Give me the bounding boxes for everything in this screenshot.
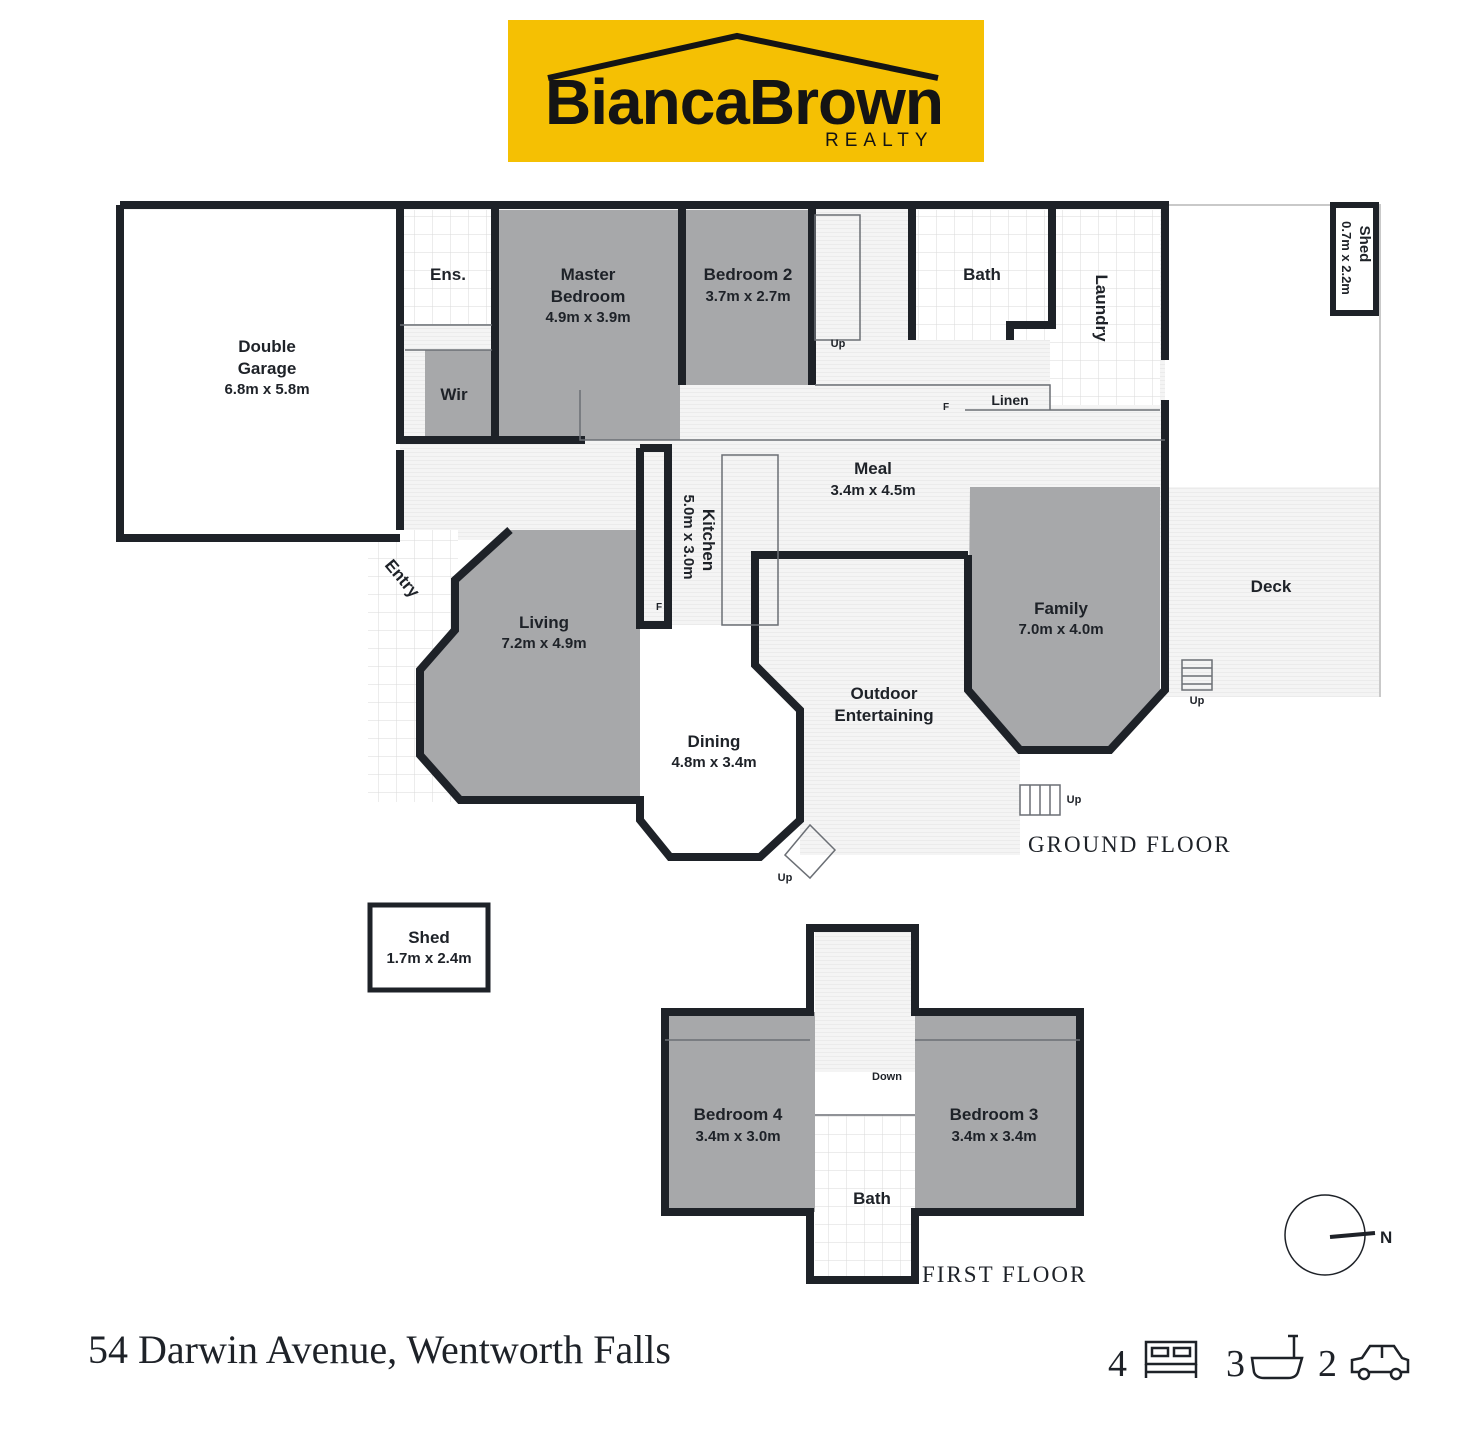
brand-tagline: REALTY <box>825 130 934 151</box>
outdoor-label-1: Outdoor <box>850 684 917 703</box>
laundry-label: Laundry <box>1092 274 1111 342</box>
bedroom4-label: Bedroom 4 <box>694 1105 783 1124</box>
bedroom2-floor <box>685 210 810 385</box>
stair-outdoor <box>1019 784 1061 816</box>
bath-first-floor <box>815 1115 915 1280</box>
dining-dims: 4.8m x 3.4m <box>671 754 756 771</box>
garage-label-1: Double <box>238 337 296 356</box>
garage-label-2: Garage <box>238 359 297 378</box>
family-label: Family <box>1034 599 1088 618</box>
brand-name: BiancaBrown <box>545 66 943 138</box>
garage-floor <box>120 210 400 538</box>
wir-floor <box>425 350 492 440</box>
small-shed <box>1330 202 1379 316</box>
stair-first <box>815 932 915 1072</box>
bed-icon <box>1144 1340 1198 1378</box>
meal-label: Meal <box>854 459 892 478</box>
bedroom2-label: Bedroom 2 <box>704 265 793 284</box>
small-shed-dims: 0.7m x 2.2m <box>1339 221 1354 295</box>
master-label-2: Bedroom <box>551 287 626 306</box>
outdoor-label-2: Entertaining <box>834 706 933 725</box>
ground-floor: Double Garage 6.8m x 5.8m Ens. Wir Maste… <box>116 201 1381 884</box>
shed-label: Shed <box>408 928 450 947</box>
small-shed-label: Shed <box>1356 226 1373 263</box>
bedroom4-floor <box>665 1012 815 1212</box>
property-address: 54 Darwin Avenue, Wentworth Falls <box>88 1327 671 1372</box>
master-dims: 4.9m x 3.9m <box>545 309 630 326</box>
up-marker-outdoor: Up <box>1067 794 1082 806</box>
stair-ground <box>814 214 861 341</box>
bathtub-icon <box>1250 1334 1304 1380</box>
living-label: Living <box>519 613 569 632</box>
bedroom3-dims: 3.4m x 3.4m <box>951 1128 1036 1145</box>
master-label-1: Master <box>561 265 616 284</box>
bath-ground-label: Bath <box>963 265 1001 284</box>
bedroom-count: 4 <box>1108 1343 1127 1385</box>
stair-dining <box>783 823 837 880</box>
bath-first-label: Bath <box>853 1189 891 1208</box>
car-icon <box>1350 1344 1410 1381</box>
first-floor: Bedroom 4 3.4m x 3.0m Bedroom 3 3.4m x 3… <box>661 924 1087 1287</box>
ground-floor-label: GROUND FLOOR <box>1028 832 1232 857</box>
family-dims: 7.0m x 4.0m <box>1018 621 1103 638</box>
family-floor <box>968 487 1160 750</box>
living-dims: 7.2m x 4.9m <box>501 635 586 652</box>
brand-logo: BiancaBrown REALTY <box>508 20 984 162</box>
kitchen-label: Kitchen <box>699 509 718 571</box>
fridge-marker-hall: F <box>943 402 949 413</box>
shed-dims: 1.7m x 2.4m <box>386 950 471 967</box>
stair-deck <box>1181 659 1213 691</box>
first-floor-label: FIRST FLOOR <box>922 1262 1087 1287</box>
up-marker-dining: Up <box>778 872 793 884</box>
roof-icon <box>547 32 939 81</box>
linen-label: Linen <box>991 392 1028 408</box>
living-floor <box>420 530 640 800</box>
logo-background <box>508 20 984 162</box>
master-bedroom-floor <box>495 210 680 440</box>
dining-label: Dining <box>688 732 741 751</box>
meal-dims: 3.4m x 4.5m <box>830 482 915 499</box>
bedroom4-dims: 3.4m x 3.0m <box>695 1128 780 1145</box>
property-features: 4 3 2 <box>1108 1334 1410 1385</box>
compass: N <box>1284 1194 1392 1276</box>
parking-count: 2 <box>1318 1343 1337 1385</box>
up-marker-deck: Up <box>1190 695 1205 707</box>
fridge-marker-kitchen: F <box>656 602 662 613</box>
up-marker-hall: Up <box>831 338 846 350</box>
compass-north-label: N <box>1380 1228 1392 1247</box>
bedroom3-floor <box>915 1012 1080 1212</box>
bedroom3-label: Bedroom 3 <box>950 1105 1039 1124</box>
deck-label: Deck <box>1251 577 1292 596</box>
ensuite-label: Ens. <box>430 265 466 284</box>
kitchen-dims: 5.0m x 3.0m <box>680 494 697 579</box>
down-marker: Down <box>872 1071 902 1083</box>
garage-dims: 6.8m x 5.8m <box>224 381 309 398</box>
bedroom2-dims: 3.7m x 2.7m <box>705 288 790 305</box>
bathroom-count: 3 <box>1226 1343 1245 1385</box>
deck-area <box>1165 487 1380 697</box>
wir-label: Wir <box>440 385 468 404</box>
detached-shed: Shed 1.7m x 2.4m <box>367 902 491 993</box>
